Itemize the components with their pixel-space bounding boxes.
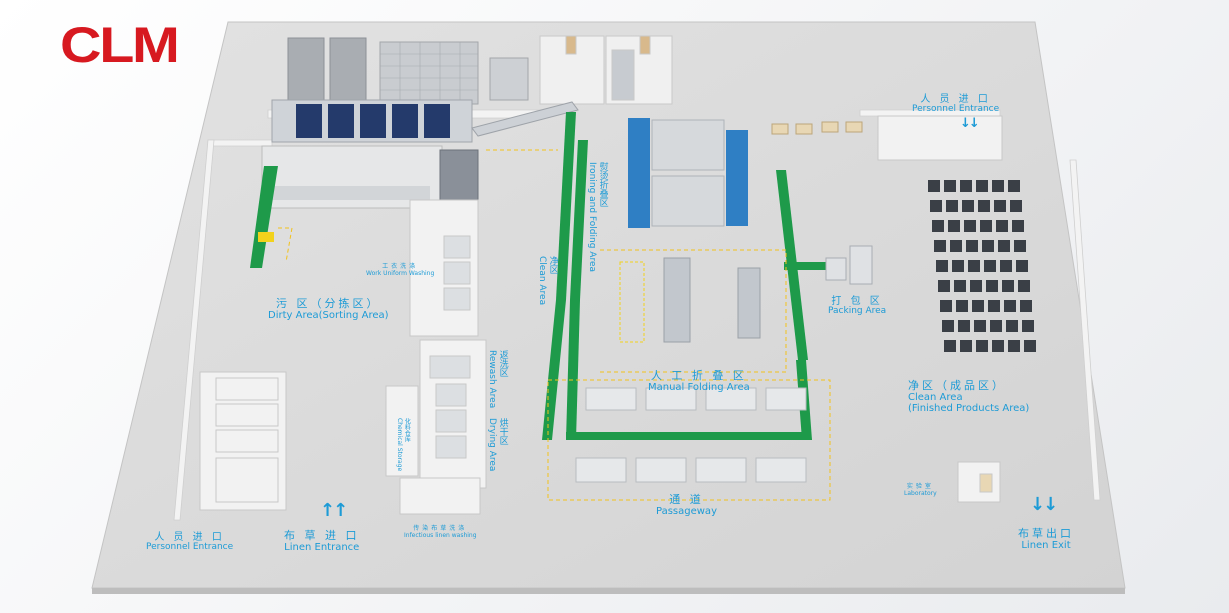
water-tanks (287, 37, 529, 109)
top-rooms (539, 35, 673, 105)
clm-logo: CLM (60, 17, 180, 73)
personnel-rooms (199, 371, 287, 511)
sorting-line (250, 145, 443, 268)
manual-folding-tables (575, 387, 807, 483)
clean-conveyors (542, 112, 826, 440)
dryers (439, 149, 479, 207)
ironing-lines (628, 118, 748, 228)
packing-stations (825, 245, 873, 285)
folding-machines (619, 257, 761, 343)
finished-goods-racks (928, 180, 1036, 352)
drying-rooms (385, 339, 487, 515)
zone-boundaries (278, 149, 831, 501)
linen-exit-arrow-icon: ↓↓ (1030, 494, 1058, 515)
laboratory-room (957, 461, 1001, 503)
floor-edge (92, 588, 1125, 594)
personnel-entrance-rooms (877, 115, 1003, 161)
clean-finished-label: 净区（成品区）Clean Area(Finished Products Area… (908, 379, 1030, 415)
personnel-entrance-arrow-icon: ↓↓ (960, 116, 980, 131)
rewash-rooms (409, 199, 479, 337)
linen-entrance-arrow-icon: ↑↑ (320, 500, 348, 521)
sewing-benches (771, 121, 863, 135)
overhead-conveyor (471, 101, 579, 137)
tunnel-washers (271, 99, 473, 143)
outer-walls (173, 109, 1101, 521)
dirty-area-label: 污 区（分拣区）Dirty Area(Sorting Area) (268, 297, 389, 322)
